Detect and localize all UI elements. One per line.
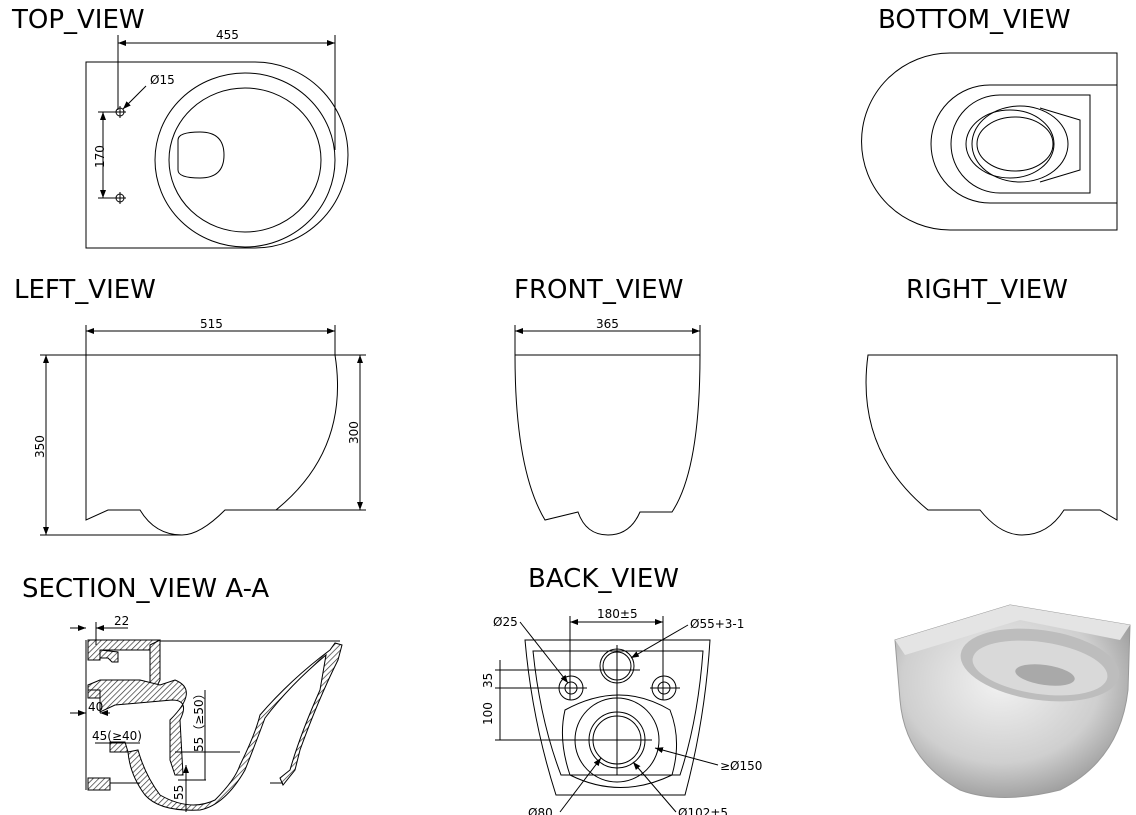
top-width-dim: 455 [216,28,239,42]
top-spacing-dim: 170 [93,145,107,168]
section-view: SECTION_VIEW A-A 22 40 45(≥40) 55（≥50） 5… [22,574,343,812]
back-150-dim: ≥Ø150 [720,759,762,773]
front-view: FRONT_VIEW 365 [514,275,701,536]
product-photo [894,604,1131,798]
left-view-title: LEFT_VIEW [14,275,156,305]
left-inner-height-dim: 300 [347,421,361,444]
top-view-title: TOP_VIEW [11,5,145,35]
section-55-dim: 55 [172,785,186,800]
left-width-dim: 515 [200,317,223,331]
top-hole-dim: Ø15 [150,73,175,87]
top-outline [85,61,349,249]
front-view-title: FRONT_VIEW [514,275,683,305]
back-35-dim: 35 [481,673,495,688]
back-view: BACK_VIEW 180±5 Ø25 Ø55+3-1 35 100 ≥Ø150… [481,564,762,815]
top-view: TOP_VIEW 455 170 Ø15 [11,5,349,249]
bottom-view-title: BOTTOM_VIEW [878,5,1071,35]
right-view-title: RIGHT_VIEW [906,275,1068,305]
seat-rim-outer [154,72,336,248]
bottom-view: BOTTOM_VIEW [861,5,1118,231]
back-80-dim: Ø80 [528,806,553,815]
back-55-dim: Ø55+3-1 [690,617,744,631]
left-height-dim: 350 [33,435,47,458]
left-view: LEFT_VIEW 515 350 300 [14,275,366,536]
front-width-dim: 365 [596,317,619,331]
back-180-dim: 180±5 [597,607,638,621]
section-40-dim: 40 [88,700,103,714]
back-25-dim: Ø25 [493,615,518,629]
section-45-dim: 45(≥40) [92,729,142,743]
bowl-opening [177,131,225,179]
back-view-title: BACK_VIEW [528,564,679,594]
section-55-seal-dim: 55（≥50） [192,687,206,752]
back-102-dim: Ø102±5 [678,806,728,815]
seat-rim-inner [168,87,322,233]
section-view-title: SECTION_VIEW A-A [22,574,269,604]
right-view: RIGHT_VIEW [865,275,1118,536]
section-22-dim: 22 [114,614,129,628]
back-100-dim: 100 [481,702,495,725]
